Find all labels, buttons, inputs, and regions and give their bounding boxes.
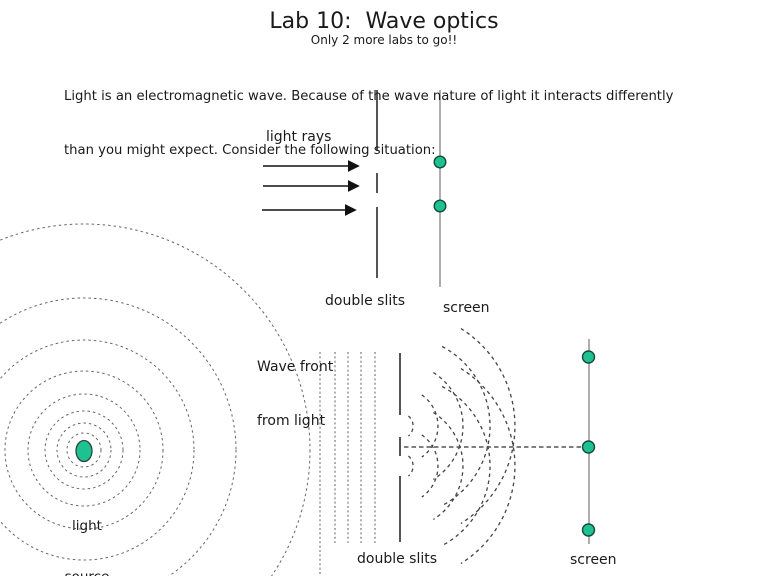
light-source-label: light source (39, 484, 135, 576)
slide-subtitle: Only 2 more labs to go!! (310, 33, 458, 47)
wave-front-label: Wave front from light (257, 322, 333, 466)
top-screen-bright-spot (433, 155, 447, 169)
wave-front-label-line-1: Wave front (257, 359, 334, 375)
bottom-screen-bright-spot (581, 350, 596, 364)
slide-title: Lab 10: Wave optics (269, 9, 499, 34)
body-line-1: Light is an electromagnetic wave. Becaus… (64, 89, 674, 104)
wave-front-label-line-2: from light (257, 413, 326, 429)
bottom-screen-label: screen (570, 552, 617, 568)
bottom-screen-bright-spot (581, 523, 596, 537)
top-double-slits-label: double slits (325, 293, 406, 309)
bottom-screen-bright-spot (581, 440, 596, 454)
light-rays-label: light rays (266, 129, 332, 145)
body-paragraph: Light is an electromagnetic wave. Becaus… (64, 52, 673, 196)
plane-wavefront-lines (319, 352, 376, 575)
circular-wavefronts (0, 223, 311, 576)
light-ray-arrows (262, 160, 360, 216)
interference-wavelets (407, 327, 516, 565)
body-line-2: than you might expect. Consider the foll… (64, 143, 436, 158)
top-screen-label: screen (443, 300, 490, 316)
top-screen-bright-spot (433, 199, 447, 213)
light-source-dot (75, 439, 93, 463)
bottom-diagram (0, 223, 596, 576)
top-diagram (262, 90, 447, 287)
light-source-label-line-1: light (72, 518, 102, 534)
light-source-label-line-2: source (39, 569, 135, 576)
bottom-double-slits-label: double slits (357, 551, 438, 567)
